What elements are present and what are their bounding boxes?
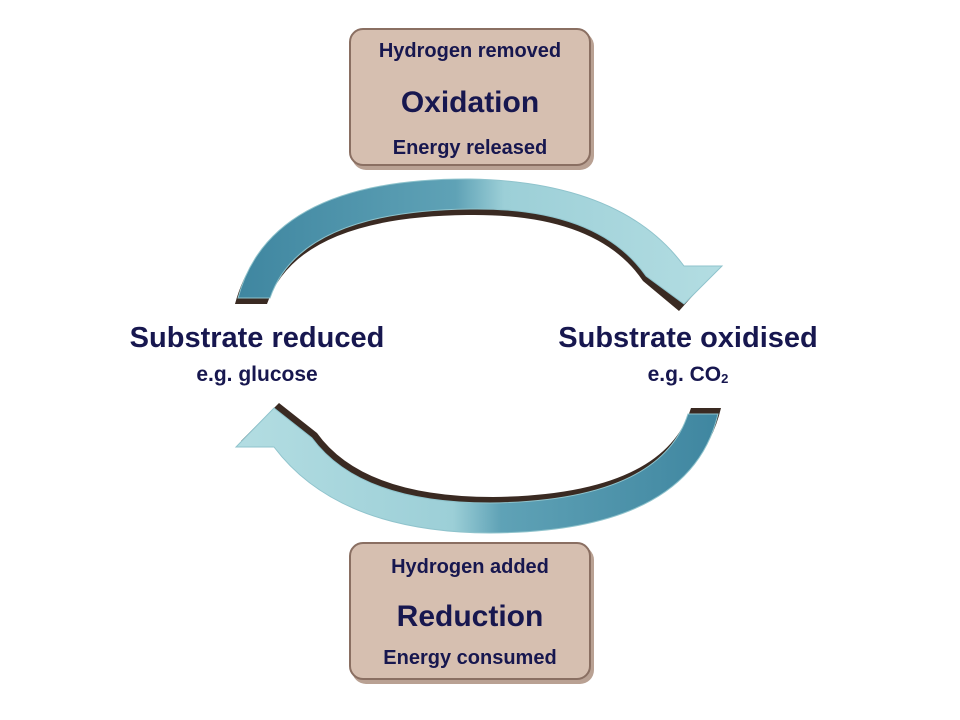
reduction-top-text: Hydrogen added <box>391 556 549 578</box>
substrate-oxidised-title: Substrate oxidised <box>558 322 818 354</box>
oxidation-box: Hydrogen removed Oxidation Energy releas… <box>349 28 591 166</box>
oxidation-title: Oxidation <box>400 86 540 119</box>
substrate-oxidised-example: e.g. CO2 <box>540 363 836 387</box>
reduction-title: Reduction <box>396 600 544 633</box>
example-subscript: 2 <box>721 371 729 386</box>
substrate-reduced-example: e.g. glucose <box>196 363 318 386</box>
oxidation-arrow <box>237 178 724 305</box>
reduction-bottom-text: Energy consumed <box>383 647 557 669</box>
example-prefix: e.g. CO <box>647 363 722 386</box>
substrate-reduced-node: Substrate reduced e.g. glucose <box>112 322 402 387</box>
reduction-box: Hydrogen added Reduction Energy consumed <box>349 542 591 680</box>
reduction-arrow <box>234 407 719 534</box>
substrate-oxidised-node: Substrate oxidised e.g. CO2 <box>540 322 836 387</box>
oxidation-top-text: Hydrogen removed <box>378 40 562 62</box>
substrate-reduced-title: Substrate reduced <box>129 322 385 354</box>
oxidation-bottom-text: Energy released <box>392 137 548 159</box>
